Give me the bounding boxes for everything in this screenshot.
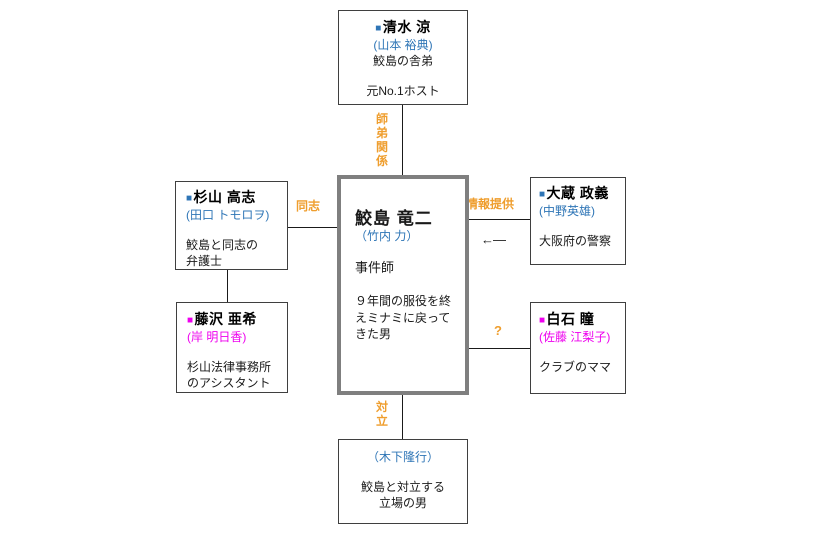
- relation-label-info: 情報提供: [466, 197, 515, 211]
- female-marker-icon: ■: [539, 315, 546, 326]
- name-text: 大蔵 政義: [546, 185, 609, 201]
- character-name: ■白石 瞳: [539, 311, 621, 329]
- actor-name: （木下隆行）: [366, 450, 439, 464]
- character-role: 鮫島と同志の 弁護士: [186, 238, 259, 268]
- male-marker-icon: ■: [375, 23, 382, 34]
- character-box-shiraishi: ■白石 瞳 (佐藤 江梨子) クラブのママ: [530, 302, 626, 394]
- character-role: 鮫島と対立する 立場の男: [360, 480, 445, 510]
- actor-name: (岸 明日香): [187, 330, 247, 344]
- actor-name: (山本 裕典): [373, 38, 433, 52]
- character-name: ■清水 涼: [339, 19, 467, 37]
- character-role: 杉山法律事務所 のアシスタント: [187, 360, 272, 390]
- female-marker-icon: ■: [187, 315, 194, 326]
- character-name: ■藤沢 亜希: [187, 311, 281, 329]
- actor-name: (田口 トモロヲ): [186, 208, 270, 222]
- male-marker-icon: ■: [186, 193, 193, 204]
- connector-left-vertical: [227, 270, 228, 302]
- connector-left-horizontal: [288, 227, 337, 228]
- character-box-okura: ■大蔵 政義 (中野英雄) 大阪府の警察: [530, 177, 626, 265]
- relation-label-conflict: 対立: [375, 400, 388, 428]
- character-box-sugiyama: ■杉山 高志 (田口 トモロヲ) 鮫島と同志の 弁護士: [175, 181, 288, 270]
- relation-label-unknown: ?: [494, 323, 502, 338]
- actor-name: (佐藤 江梨子): [539, 330, 611, 344]
- connector-bottom-vertical: [402, 395, 403, 439]
- relation-label-mentor: 師弟関係: [375, 112, 388, 168]
- character-name: ■大蔵 政義: [539, 185, 621, 203]
- character-box-fujisawa: ■藤沢 亜希 (岸 明日香) 杉山法律事務所 のアシスタント: [176, 302, 288, 393]
- male-marker-icon: ■: [539, 189, 546, 200]
- character-box-shimizu: ■清水 涼 (山本 裕典) 鮫島の舎弟 元No.1ホスト: [338, 10, 468, 105]
- character-role: クラブのママ: [539, 360, 612, 374]
- actor-name: （竹内 力）: [355, 229, 419, 243]
- name-text: 白石 瞳: [546, 311, 595, 327]
- character-role: 大阪府の警察: [539, 234, 612, 248]
- character-role: 鮫島の舎弟: [372, 54, 433, 68]
- character-description: ９年間の服役を終 えミナミに戻って きた男: [355, 294, 452, 341]
- character-note: 元No.1ホスト: [366, 84, 440, 98]
- left-arrow-icon: ←―: [481, 232, 506, 247]
- name-text: 清水 涼: [382, 19, 431, 35]
- character-role: 事件師: [355, 260, 395, 275]
- connector-right-top-horizontal: [469, 219, 530, 220]
- connector-top-vertical: [402, 105, 403, 175]
- character-name: 鮫島 竜二: [355, 209, 433, 228]
- name-text: 藤沢 亜希: [194, 311, 257, 327]
- character-name: ■杉山 高志: [186, 189, 279, 207]
- actor-name: (中野英雄): [539, 204, 595, 218]
- character-box-samejima-center: 鮫島 竜二 （竹内 力） 事件師 ９年間の服役を終 えミナミに戻って きた男: [337, 175, 469, 395]
- character-box-kinoshita: （木下隆行） 鮫島と対立する 立場の男: [338, 439, 468, 524]
- name-text: 杉山 高志: [193, 189, 256, 205]
- connector-right-bottom-horizontal: [469, 348, 530, 349]
- relation-label-comrade: 同志: [296, 199, 321, 213]
